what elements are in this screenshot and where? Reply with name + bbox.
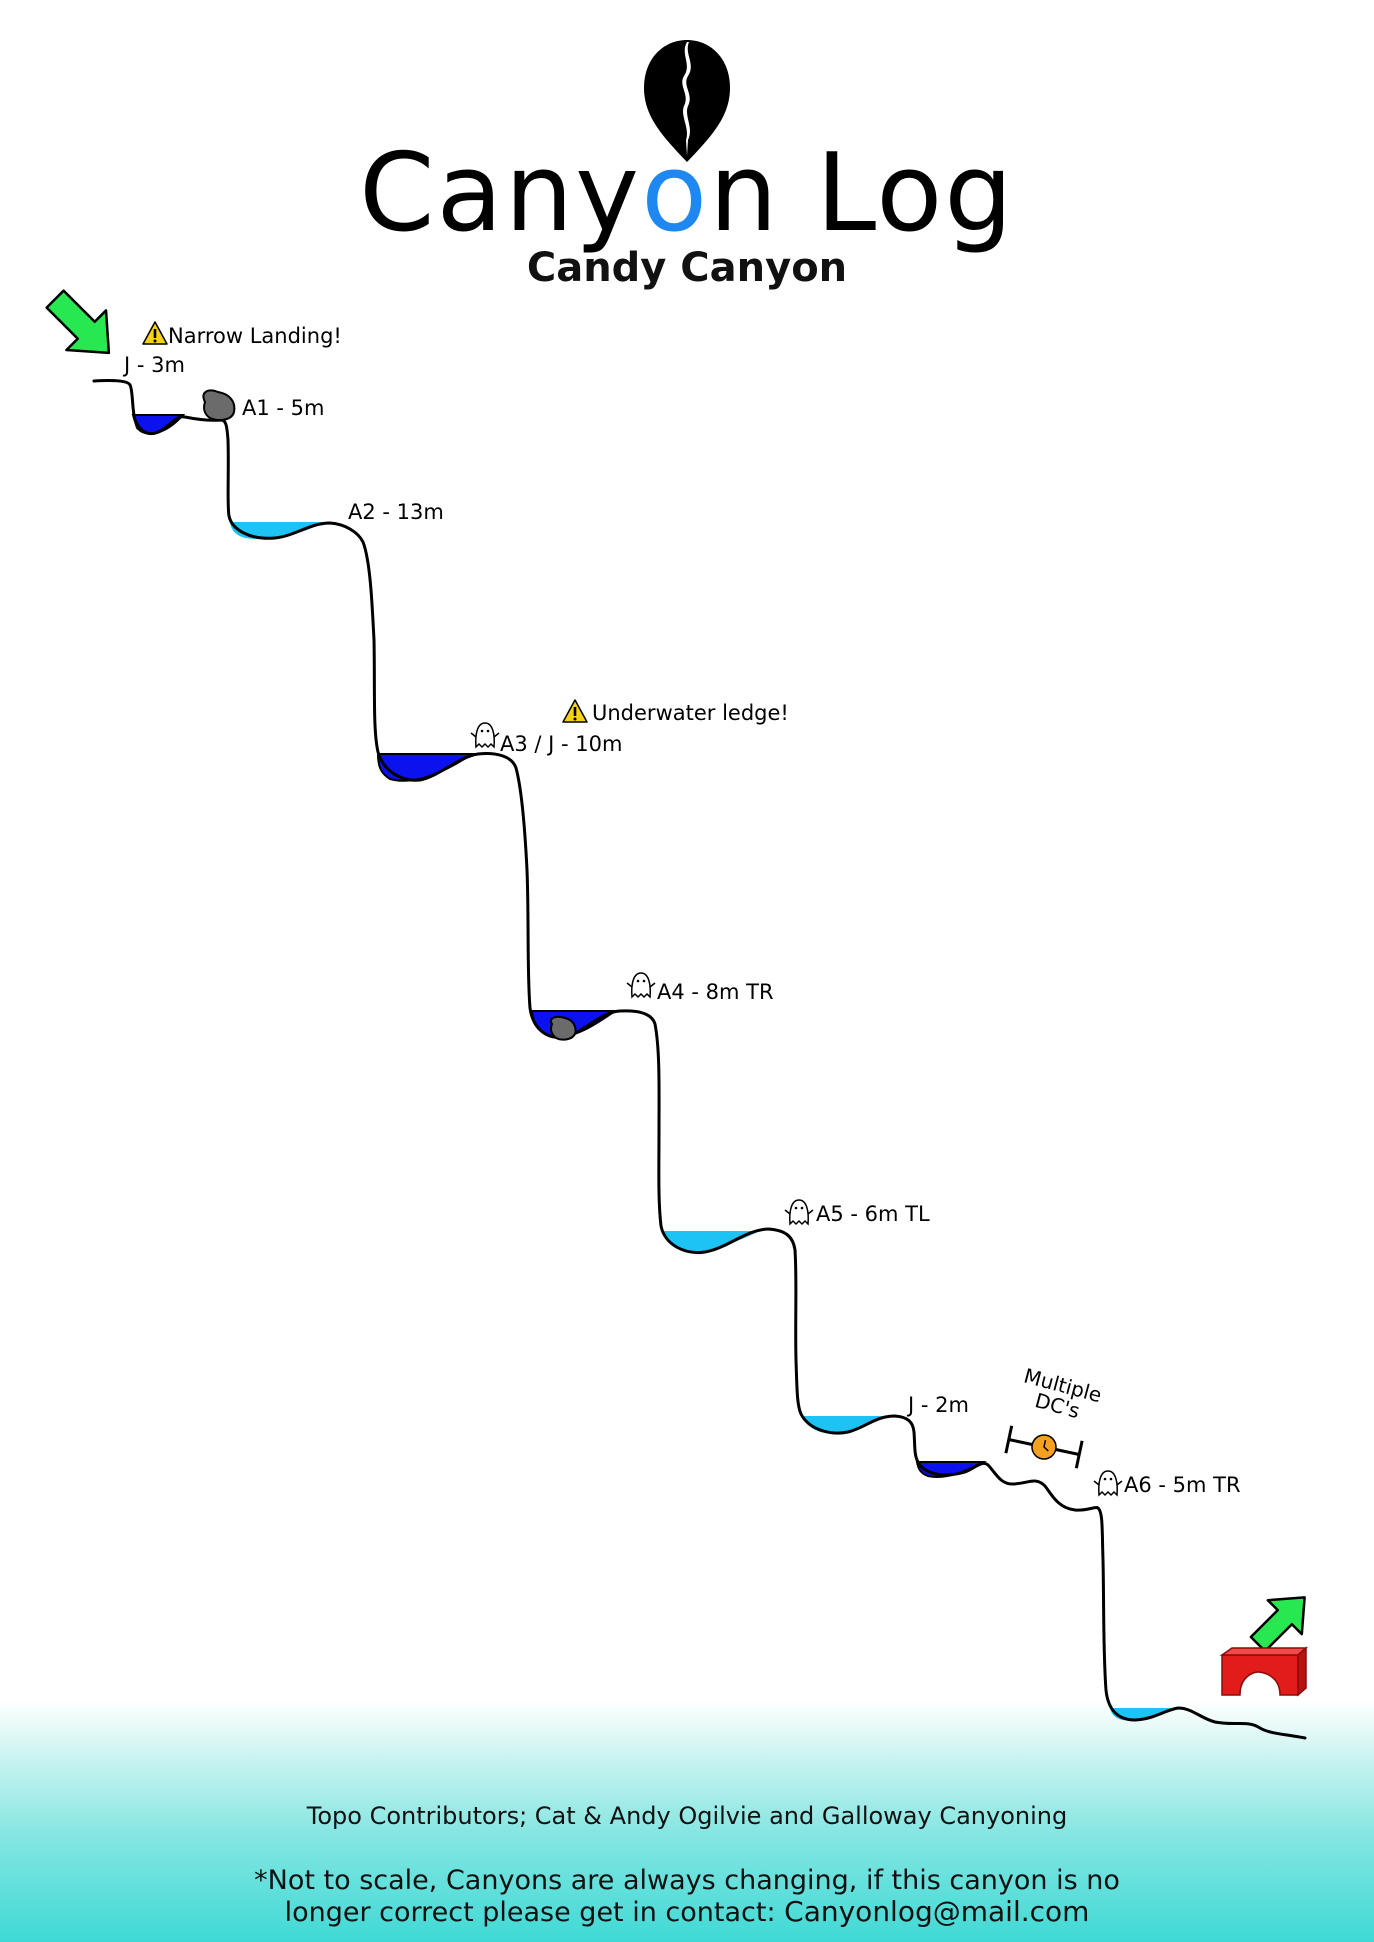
canyon-line [92,379,1307,1740]
clock-icon [1031,1434,1057,1460]
brand-title: Canyon Log [359,131,1015,256]
obstacle-label-a1: A1 - 5m [242,396,325,420]
downclimb-bracket [1004,1425,1084,1469]
pool-j2a [803,1416,885,1434]
entry-arrow-icon [45,289,111,355]
warning-narrow-landing: Narrow Landing! [168,324,342,348]
brand-title-o: o [641,131,710,256]
ghost-anchor-icon [784,1199,814,1226]
contributors: Topo Contributors; Cat & Andy Ogilvie an… [306,1802,1068,1830]
warning-underwater-ledge: Underwater ledge! [592,701,789,725]
canyon-log-logo-icon [644,40,730,162]
ghost-anchor-icon [470,722,500,749]
ghost-anchor-icon [626,972,656,999]
obstacle-label-a4: A4 - 8m TR [657,980,774,1004]
obstacle-label-a5: A5 - 6m TL [816,1202,930,1226]
obstacle-label-a6: A6 - 5m TR [1124,1473,1241,1497]
rock-icon [550,1015,577,1041]
warning-icon [562,699,588,723]
obstacle-label-a3: A3 / J - 10m [500,732,623,756]
rock-icon [202,389,236,421]
obstacle-label-j2: J - 2m [908,1393,969,1417]
pool-a3 [376,753,476,782]
exit-arrow-icon [1249,1596,1306,1653]
footer-gradient [0,1700,1374,1942]
obstacle-label-j1: J - 3m [124,353,185,377]
obstacle-label-a2: A2 - 13m [348,500,444,524]
contact-email[interactable]: Canyonlog@mail.com [784,1895,1090,1929]
ghost-anchor-icon [1093,1470,1123,1497]
disclaimer: *Not to scale, Canyons are always changi… [254,1865,1120,1929]
bridge-icon [1219,1646,1308,1697]
warning-icon [142,321,168,345]
pool-a6 [1110,1708,1175,1721]
canyon-name: Candy Canyon [526,245,848,291]
pool-a5 [664,1231,760,1252]
pool-a2 [230,522,325,540]
